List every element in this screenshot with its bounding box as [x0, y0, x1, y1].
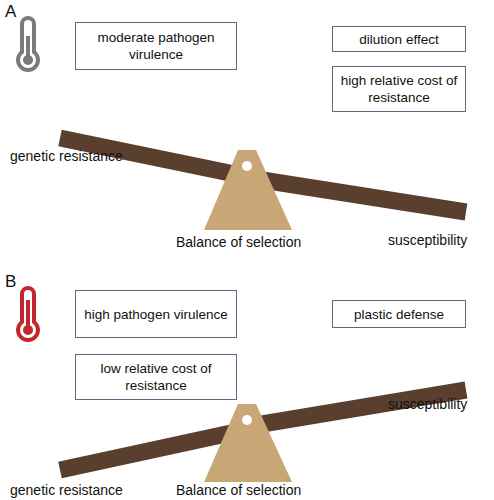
factor-box: low relative cost of resistance [75, 354, 237, 400]
seesaw-end-label: genetic resistance [10, 482, 123, 498]
factor-box: plastic defense [332, 300, 466, 328]
factor-box: dilution effect [332, 26, 466, 52]
factor-box: high relative cost of resistance [332, 66, 466, 112]
seesaw-end-label: susceptibility [388, 232, 467, 248]
seesaw-beam [262, 180, 466, 212]
thermometer-icon [18, 288, 38, 340]
factor-box: high pathogen virulence [75, 290, 237, 338]
fulcrum-label: Balance of selection [176, 234, 301, 250]
fulcrum-hole [242, 161, 252, 171]
fulcrum-hole [242, 415, 252, 425]
fulcrum-label: Balance of selection [176, 482, 301, 498]
thermometer-icon [18, 18, 38, 70]
box-text: plastic defense [354, 306, 444, 323]
box-text: dilution effect [359, 31, 438, 48]
panel-letter: A [5, 2, 16, 22]
box-text: low relative cost of resistance [82, 360, 230, 394]
seesaw-end-label: susceptibility [388, 396, 467, 412]
fulcrum [204, 404, 292, 482]
box-text: high pathogen virulence [84, 306, 227, 323]
seesaw-end-label: genetic resistance [10, 148, 123, 164]
fulcrum [204, 150, 292, 230]
box-text: moderate pathogen virulence [82, 29, 230, 63]
panel-letter: B [5, 272, 16, 292]
box-text: high relative cost of resistance [339, 72, 459, 106]
factor-box: moderate pathogen virulence [75, 22, 237, 70]
